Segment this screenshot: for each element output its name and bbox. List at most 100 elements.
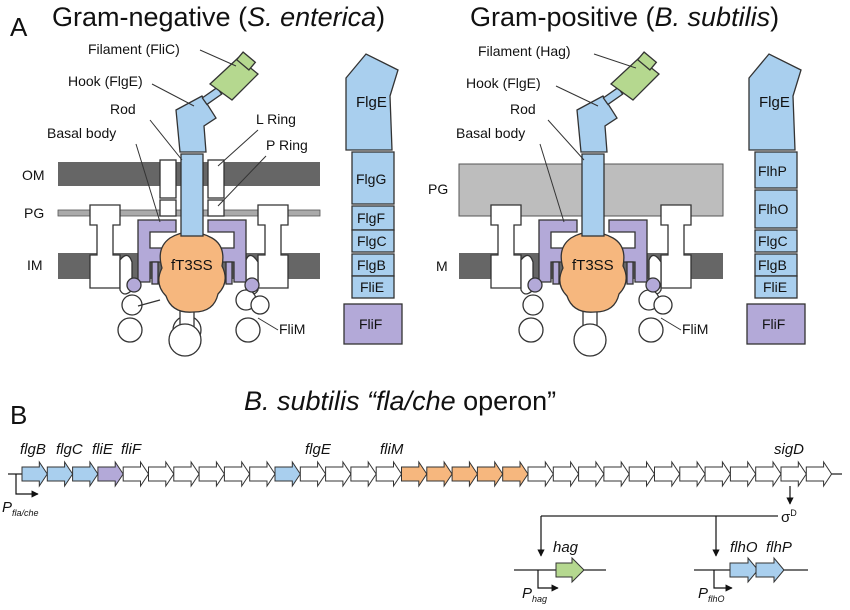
promoter-main-arrow (15, 474, 39, 498)
left-hook (175, 95, 217, 153)
right-stack-box-flif (746, 303, 806, 345)
left-stack-4: FlgB (357, 257, 386, 273)
operon-gene-arrow (72, 460, 99, 488)
right-stack-4: FlgB (758, 257, 787, 273)
operon-gene-arrow (603, 460, 630, 488)
left-p-ring-label: P Ring (266, 137, 308, 153)
panel-b-title: B. subtilis “fla/che operon” (244, 386, 556, 416)
operon-gene-arrow (375, 460, 403, 488)
right-stack-box-flho (754, 189, 798, 229)
operon-gene-arrow (173, 460, 200, 488)
right-ft3ss-label: fT3SS (572, 257, 614, 274)
operon-gene-arrow (148, 460, 175, 488)
operon-gene-arrow (21, 460, 48, 488)
right-stack-3: FlgC (758, 233, 788, 249)
right-stack-5: FliE (763, 279, 787, 295)
left-stack-0: FlgE (356, 94, 387, 111)
operon-gene-arrow (46, 460, 74, 488)
flhp-gene-arrow (755, 556, 785, 584)
gene-label-hag: hag (553, 539, 579, 556)
sigma-d-label: σD (781, 508, 797, 526)
right-stack-1: FlhP (758, 163, 787, 179)
left-pg-label: PG (24, 205, 44, 221)
operon-gene-arrow (805, 460, 833, 488)
left-stack-5: FliE (360, 279, 384, 295)
left-om-label: OM (22, 167, 45, 183)
left-flim-label: FliM (279, 321, 305, 337)
left-p-ring-left (159, 199, 177, 217)
left-l-ring-left (159, 159, 177, 199)
left-stack-2: FlgF (357, 210, 385, 226)
left-stack-3: FlgC (357, 233, 387, 249)
right-stack-box-flie (754, 275, 798, 299)
right-m-label: M (436, 258, 448, 274)
gene-label-flgc: flgC (56, 441, 83, 458)
left-flagellum: fT3SS Filament (FliC) Hook (FlgE) Rod Ba… (22, 41, 321, 357)
right-title: Gram-positive (B. subtilis) (470, 2, 779, 32)
left-stack-1: FlgG (356, 171, 386, 187)
gene-label-flif: fliF (121, 441, 142, 458)
operon-gene-arrow (325, 460, 352, 488)
operon-gene-arrow (780, 460, 807, 488)
right-hook (576, 95, 618, 153)
operon-gene-arrow (552, 460, 580, 488)
hag-gene-arrow (555, 556, 585, 584)
promoter-flho-arrow (713, 570, 733, 592)
right-stack-0: FlgE (759, 94, 790, 111)
operon-gene-arrow (223, 460, 251, 488)
operon-gene-arrow (704, 460, 732, 488)
left-l-ring-right (207, 159, 225, 199)
right-filament-label: Filament (Hag) (478, 43, 571, 59)
gene-label-flie: fliE (92, 441, 114, 458)
left-im-label: IM (27, 257, 43, 273)
right-stack-box-flhp (754, 151, 798, 189)
right-stack-2: FlhO (758, 201, 788, 217)
gene-label-flho: flhO (730, 539, 758, 556)
left-hook-label: Hook (FlgE) (68, 73, 143, 89)
left-stack-6: FliF (359, 316, 382, 332)
right-filament (609, 57, 660, 101)
left-stack-box-flie (351, 275, 395, 299)
operon-gene-arrow (97, 460, 124, 488)
operon-gene-arrow (502, 460, 529, 488)
operon-gene-arrow (451, 460, 479, 488)
operon-gene-arrow (679, 460, 706, 488)
operon-gene-arrow (755, 460, 782, 488)
gene-label-sigd: sigD (774, 441, 804, 458)
operon-gene-arrow (729, 460, 757, 488)
left-stack-box-flgc (351, 229, 395, 253)
left-stack-box-flif (343, 303, 403, 345)
panel-a-letter: A (10, 12, 28, 42)
right-flim-label: FliM (682, 321, 708, 337)
right-pg-label: PG (428, 181, 448, 197)
right-ft3ss (559, 231, 627, 313)
operon-gene-arrow (122, 460, 150, 488)
promoter-hag-arrow (537, 570, 559, 592)
operon-gene-arrow (274, 460, 301, 488)
left-ft3ss-label: fT3SS (171, 257, 213, 274)
left-basal-body-label: Basal body (47, 125, 116, 141)
operon-gene-arrow (249, 460, 276, 488)
right-stack-6: FliF (762, 316, 785, 332)
gene-label-flim: fliM (380, 441, 404, 458)
operon-genes (21, 460, 833, 488)
left-rod-label: Rod (110, 101, 136, 117)
promoter-flho-label: PflhO (698, 585, 725, 604)
left-stack-hook (345, 53, 399, 151)
left-stack-box-flgg (351, 151, 395, 205)
left-ft3ss (158, 231, 226, 313)
right-stack-hook (748, 53, 802, 151)
left-protein-stack: FlgE FlgG FlgF FlgC FlgB FliE FliF (343, 53, 403, 345)
promoter-main-label: Pfla/che (2, 499, 39, 518)
right-stack-box-flgc (754, 229, 798, 253)
operon-gene-arrow (401, 460, 428, 488)
operon-gene-arrow (198, 460, 226, 488)
left-filament-label: Filament (FliC) (88, 41, 180, 57)
gene-label-flhp: flhP (766, 539, 792, 556)
promoter-hag-label: Phag (522, 585, 547, 604)
gene-label-flge: flgE (305, 441, 332, 458)
operon-gene-arrow (476, 460, 504, 488)
operon-gene-arrow (299, 460, 327, 488)
left-l-ring-label: L Ring (256, 111, 296, 127)
